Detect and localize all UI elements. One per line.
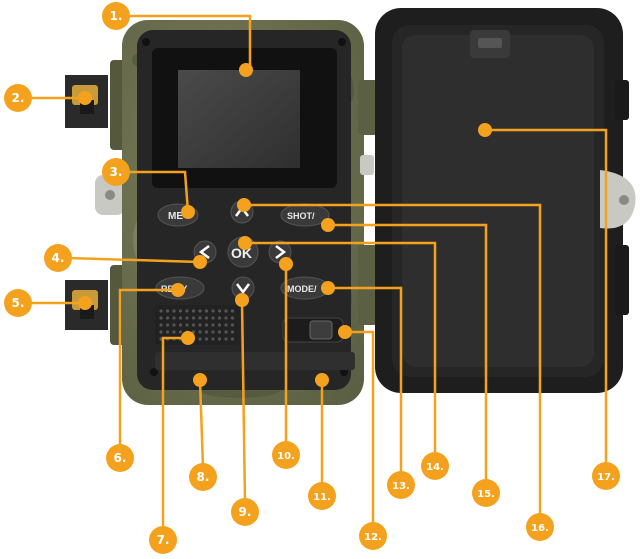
callout-badge-17 <box>592 462 620 490</box>
callout-number-9: 9. <box>239 505 252 519</box>
screw-bottom-left <box>150 368 158 376</box>
bottom-strip <box>155 352 355 370</box>
callout-badge-1 <box>102 2 130 30</box>
callout-dot-6 <box>171 283 185 297</box>
callout-dot-17 <box>478 123 492 137</box>
left-mount-hole <box>105 190 115 200</box>
callout-line-6 <box>118 288 178 448</box>
callout-line-12 <box>345 330 375 526</box>
callout-dot-12 <box>338 325 352 339</box>
callout-number-4: 4. <box>52 251 65 265</box>
callout-badge-11 <box>308 482 336 510</box>
mode-button-label: MODE/ <box>287 284 317 294</box>
callout-badge-13 <box>387 471 415 499</box>
callout-number-2: 2. <box>12 91 25 105</box>
right-mount-tab <box>600 170 636 229</box>
callout-badge-3 <box>102 158 130 186</box>
callout-dot-3 <box>181 205 195 219</box>
callout-badge-10 <box>272 441 300 469</box>
screw-top-right <box>338 38 346 46</box>
callout-badge-8 <box>189 463 217 491</box>
callout-dot-8 <box>193 373 207 387</box>
callout-line-13 <box>328 286 403 475</box>
callout-lines <box>28 14 608 530</box>
callout-number-6: 6. <box>114 451 127 465</box>
callout-line-4 <box>67 256 201 264</box>
callout-dot-4 <box>193 255 207 269</box>
callout-dot-14 <box>238 236 252 250</box>
callout-number-1: 1. <box>110 9 123 23</box>
callout-dot-11 <box>315 373 329 387</box>
callout-line-16 <box>244 203 542 517</box>
callout-badge-5 <box>4 289 32 317</box>
callout-dot-1 <box>239 63 253 77</box>
callout-number-7: 7. <box>157 533 170 547</box>
callout-dot-15 <box>321 218 335 232</box>
callout-number-11: 11. <box>313 492 331 503</box>
callout-badge-6 <box>106 444 134 472</box>
callout-line-9 <box>240 299 247 503</box>
switch-slider[interactable] <box>309 320 333 340</box>
callout-badge-2 <box>4 84 32 112</box>
callout-number-17: 17. <box>597 472 615 483</box>
callout-badge-9 <box>231 498 259 526</box>
callout-dot-5 <box>78 296 92 310</box>
callout-line-17 <box>485 128 608 466</box>
callout-number-5: 5. <box>12 296 25 310</box>
callout-line-8 <box>198 379 205 468</box>
callout-dot-2 <box>78 91 92 105</box>
open-door <box>375 8 636 393</box>
callout-badge-12 <box>359 522 387 550</box>
callout-badge-16 <box>526 513 554 541</box>
callout-badge-7 <box>149 526 177 554</box>
callout-line-1 <box>126 14 252 70</box>
callout-line-7 <box>161 336 188 530</box>
callout-number-14: 14. <box>426 462 444 473</box>
power-switch[interactable] <box>282 317 344 343</box>
chevron-right-icon <box>275 245 287 259</box>
callout-badge-15 <box>472 479 500 507</box>
callout-badge-14 <box>421 452 449 480</box>
callout-number-8: 8. <box>197 470 210 484</box>
lcd-screen <box>178 70 300 168</box>
callout-number-10: 10. <box>277 451 295 462</box>
callout-dots <box>78 63 492 387</box>
door-inner-seal <box>402 35 594 367</box>
callout-dot-9 <box>235 293 249 307</box>
callout-line-3 <box>126 170 190 213</box>
callout-number-13: 13. <box>392 481 410 492</box>
screw-top-left <box>142 38 150 46</box>
callout-number-15: 15. <box>477 489 495 500</box>
speaker-grille <box>155 305 240 345</box>
menu-button-label: ME <box>168 211 183 222</box>
callout-number-16: 16. <box>531 523 549 534</box>
callout-number-12: 12. <box>364 532 382 543</box>
callout-line-14 <box>245 241 437 456</box>
shot-button-label: SHOT/ <box>287 211 315 221</box>
right-mount-hole <box>619 195 629 205</box>
chevron-left-icon <box>198 245 210 259</box>
callout-badge-4 <box>44 244 72 272</box>
callout-number-3: 3. <box>110 165 123 179</box>
callout-dot-7 <box>181 331 195 345</box>
callout-dot-16 <box>237 198 251 212</box>
callout-line-15 <box>328 223 488 483</box>
callout-badges: 1. 2. 3. 4. 5. 6. 7. 8. 9. 10. 11. 12. 13. 14. 15. 16. 1… <box>4 2 620 554</box>
hinges <box>358 80 378 325</box>
callout-dot-10 <box>279 257 293 271</box>
camera-body: ME OK SHOT/ RE AY <box>95 20 364 405</box>
chevron-down-icon <box>236 283 250 295</box>
callout-dot-13 <box>321 281 335 295</box>
